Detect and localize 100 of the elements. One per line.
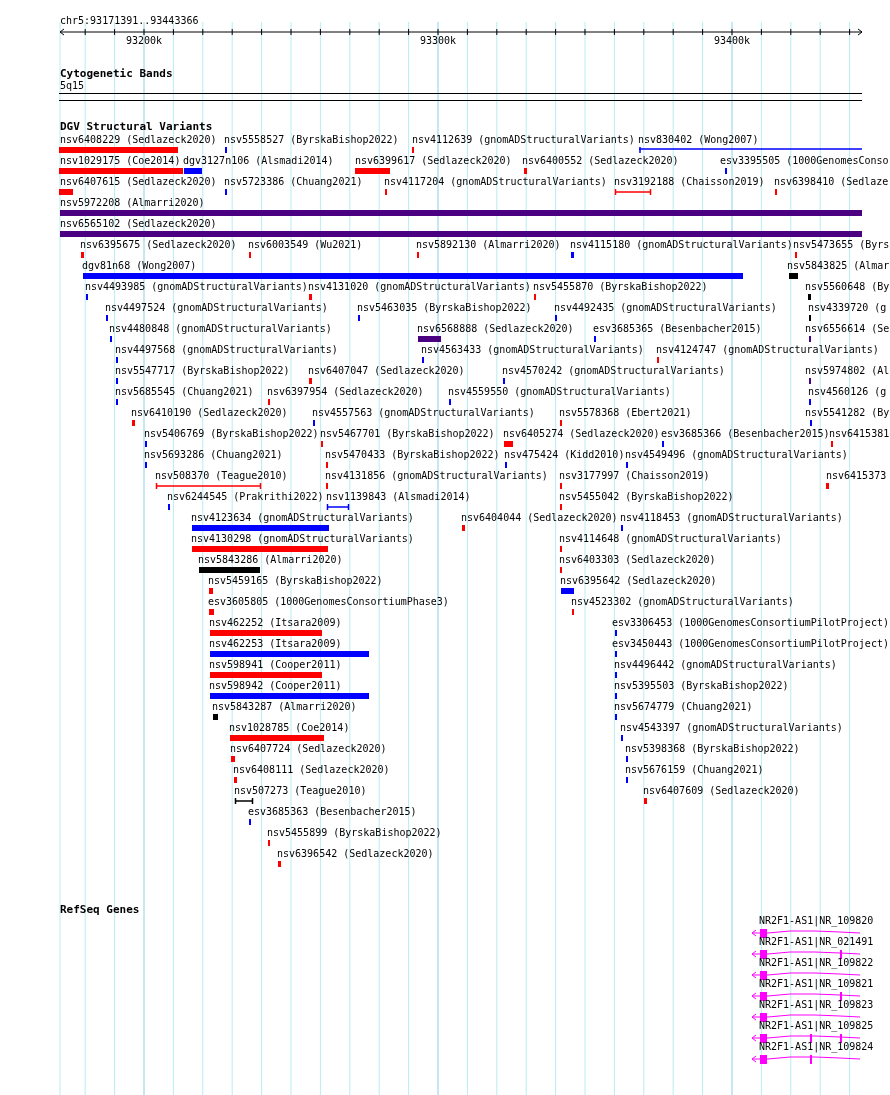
variant-label: nsv4543397 (gnomADStructuralVariants)	[620, 722, 843, 734]
variant-label: nsv5459165 (ByrskaBishop2022)	[208, 575, 383, 587]
variant-label: nsv462253 (Itsara2009)	[209, 638, 342, 650]
variant-label: nsv5892130 (Almarri2020)	[416, 239, 561, 251]
variant-label: nsv5974802 (Al	[805, 365, 890, 377]
variant-label: nsv6556614 (Se	[805, 323, 890, 335]
variant-label: esv3306453 (1000GenomesConsortiumPilotProject)	[612, 617, 889, 629]
variant-label: nsv5406769 (ByrskaBishop2022)	[144, 428, 319, 440]
variant-label: nsv5455042 (ByrskaBishop2022)	[559, 491, 734, 503]
variant-label: dgv81n68 (Wong2007)	[82, 260, 197, 272]
ruler-title: chr5:93171391..93443366	[60, 15, 199, 27]
variant-label: nsv6568888 (Sedlazeck2020)	[417, 323, 574, 335]
variant-label: nsv3192188 (Chaisson2019)	[614, 176, 765, 188]
band-label: 5q15	[60, 80, 85, 92]
variant-label: nsv462252 (Itsara2009)	[209, 617, 342, 629]
track-heading: DGV Structural Variants	[60, 121, 213, 133]
variant-label: nsv5395503 (ByrskaBishop2022)	[614, 680, 789, 692]
gene-label: NR2F1-AS1|NR_109823	[759, 999, 874, 1011]
variant-label: nsv6403303 (Sedlazeck2020)	[559, 554, 716, 566]
variant-label: nsv5455870 (ByrskaBishop2022)	[533, 281, 708, 293]
variant-label: nsv4117204 (gnomADStructuralVariants)	[384, 176, 607, 188]
variant-label: nsv5843825 (Almar	[787, 260, 890, 272]
variant-label: nsv5676159 (Chuang2021)	[625, 764, 764, 776]
variant-label: nsv6404044 (Sedlazeck2020)	[461, 512, 618, 524]
variant-label: nsv6395642 (Sedlazeck2020)	[560, 575, 717, 587]
variant-label: nsv5470433 (ByrskaBishop2022)	[325, 449, 500, 461]
variant-label: nsv5560648 (By	[805, 281, 890, 293]
variant-label: nsv507273 (Teague2010)	[234, 785, 367, 797]
variant-label: nsv5723386 (Chuang2021)	[224, 176, 363, 188]
variant-label: nsv5541282 (By	[805, 407, 890, 419]
variant-label: nsv4497568 (gnomADStructuralVariants)	[115, 344, 338, 356]
variant-label: nsv4118453 (gnomADStructuralVariants)	[620, 512, 843, 524]
variant-label: nsv4492435 (gnomADStructuralVariants)	[554, 302, 777, 314]
variant-label: nsv5843286 (Almarri2020)	[198, 554, 343, 566]
track-heading: Cytogenetic Bands	[60, 68, 173, 80]
variant-label: nsv6400552 (Sedlazeck2020)	[522, 155, 679, 167]
variant-label: nsv598941 (Cooper2011)	[209, 659, 342, 671]
variant-label: nsv5578368 (Ebert2021)	[559, 407, 692, 419]
variant-label: nsv6399617 (Sedlazeck2020)	[355, 155, 512, 167]
variant-label: nsv6405274 (Sedlazeck2020)	[503, 428, 660, 440]
variant-label: nsv508370 (Teague2010)	[155, 470, 288, 482]
variant-label: nsv1028785 (Coe2014)	[229, 722, 350, 734]
variant-label: nsv1139843 (Alsmadi2014)	[326, 491, 471, 503]
variant-label: nsv6415373	[826, 470, 887, 482]
variant-label: nsv5547717 (ByrskaBishop2022)	[115, 365, 290, 377]
gene-label: NR2F1-AS1|NR_021491	[759, 936, 874, 948]
variant-label: nsv4131856 (gnomADStructuralVariants)	[325, 470, 548, 482]
variant-label: nsv6408111 (Sedlazeck2020)	[233, 764, 390, 776]
variant-label: nsv5473655 (Byrs	[793, 239, 890, 251]
variant-label: nsv4559550 (gnomADStructuralVariants)	[448, 386, 671, 398]
axis-tick-label: 93200k	[126, 35, 163, 47]
variant-label: nsv4480848 (gnomADStructuralVariants)	[109, 323, 332, 335]
variant-label: dgv3127n106 (Alsmadi2014)	[183, 155, 334, 167]
variant-label: nsv4493985 (gnomADStructuralVariants)	[85, 281, 308, 293]
variant-label: nsv1029175 (Coe2014)	[60, 155, 181, 167]
variant-label: nsv4123634 (gnomADStructuralVariants)	[191, 512, 414, 524]
gene-label: NR2F1-AS1|NR_109825	[759, 1020, 874, 1032]
track-heading: RefSeq Genes	[60, 904, 140, 916]
variant-label: nsv5398368 (ByrskaBishop2022)	[625, 743, 800, 755]
variant-label: nsv4560126 (g	[808, 386, 887, 398]
variant-label: nsv4112639 (gnomADStructuralVariants)	[412, 134, 635, 146]
variant-label: nsv6407615 (Sedlazeck2020)	[60, 176, 217, 188]
variant-label: nsv6415381	[829, 428, 890, 440]
variant-label: nsv4130298 (gnomADStructuralVariants)	[191, 533, 414, 545]
variant-label: nsv5693286 (Chuang2021)	[144, 449, 283, 461]
variant-label: nsv4557563 (gnomADStructuralVariants)	[312, 407, 535, 419]
variant-label: nsv5467701 (ByrskaBishop2022)	[320, 428, 495, 440]
variant-label: nsv4114648 (gnomADStructuralVariants)	[559, 533, 782, 545]
variant-label: nsv4124747 (gnomADStructuralVariants)	[656, 344, 879, 356]
axis-tick-label: 93400k	[714, 35, 751, 47]
variant-label: nsv6395675 (Sedlazeck2020)	[80, 239, 237, 251]
axis-tick-label: 93300k	[420, 35, 457, 47]
variant-label: esv3395505 (1000GenomesConso	[720, 155, 889, 167]
variant-label: nsv6244545 (Prakrithi2022)	[167, 491, 324, 503]
variant-label: nsv4131020 (gnomADStructuralVariants)	[308, 281, 531, 293]
variant-label: nsv6407047 (Sedlazeck2020)	[308, 365, 465, 377]
variant-label: nsv5685545 (Chuang2021)	[115, 386, 254, 398]
variant-label: nsv5558527 (ByrskaBishop2022)	[224, 134, 399, 146]
variant-label: nsv6410190 (Sedlazeck2020)	[131, 407, 288, 419]
variant-label: esv3685365 (Besenbacher2015)	[593, 323, 762, 335]
variant-label: nsv6396542 (Sedlazeck2020)	[277, 848, 434, 860]
variant-label: nsv4339720 (g	[808, 302, 887, 314]
gene-label: NR2F1-AS1|NR_109824	[759, 1041, 874, 1053]
variant-label: nsv6407609 (Sedlazeck2020)	[643, 785, 800, 797]
variant-label: nsv6398410 (Sedlaze	[774, 176, 889, 188]
variant-label: nsv5972208 (Almarri2020)	[60, 197, 205, 209]
gene-label: NR2F1-AS1|NR_109822	[759, 957, 874, 969]
variant-label: esv3685366 (Besenbacher2015)	[661, 428, 830, 440]
variant-label: nsv6397954 (Sedlazeck2020)	[267, 386, 424, 398]
variant-label: nsv5674779 (Chuang2021)	[614, 701, 753, 713]
variant-label: nsv598942 (Cooper2011)	[209, 680, 342, 692]
variant-label: nsv3177997 (Chaisson2019)	[559, 470, 710, 482]
variant-label: esv3685363 (Besenbacher2015)	[248, 806, 417, 818]
gene-label: NR2F1-AS1|NR_109821	[759, 978, 874, 990]
variant-label: nsv4496442 (gnomADStructuralVariants)	[614, 659, 837, 671]
variant-label: nsv6565102 (Sedlazeck2020)	[60, 218, 217, 230]
variant-label: nsv4570242 (gnomADStructuralVariants)	[502, 365, 725, 377]
variant-label: nsv6407724 (Sedlazeck2020)	[230, 743, 387, 755]
variant-label: nsv4549496 (gnomADStructuralVariants)	[625, 449, 848, 461]
variant-label: esv3605805 (1000GenomesConsortiumPhase3)	[208, 596, 449, 608]
